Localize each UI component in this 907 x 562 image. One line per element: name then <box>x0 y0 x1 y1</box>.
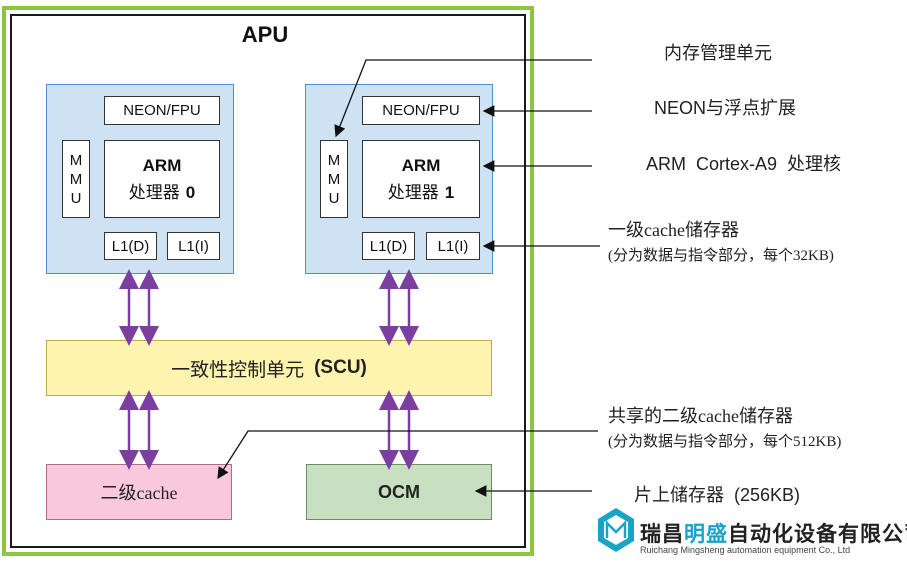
core-0-l1-instr: L1(I) <box>167 232 220 260</box>
apu-title: APU <box>241 22 289 47</box>
annotation-l2-title: 共享的二级cache储存器 <box>608 406 793 426</box>
core-0-proc-label: 处理器 <box>128 182 180 202</box>
annotation-arm-core: ARM Cortex-A9 处理核 <box>646 154 842 174</box>
core-0-l1-data: L1(D) <box>104 232 157 260</box>
core-0-number: 0 <box>185 182 196 202</box>
core-0-mmu-letter: M <box>69 151 83 169</box>
annotation-mmu: 内存管理单元 <box>664 43 772 63</box>
leader-mmu <box>334 59 592 138</box>
scu-block: 一致性控制单元 (SCU) <box>46 340 492 396</box>
core-1-neon-fpu: NEON/FPU <box>362 96 480 125</box>
core-1-l1-data: L1(D) <box>362 232 415 260</box>
core-1-proc-label: 处理器 <box>387 182 439 202</box>
annotation-ocm: 片上储存器 (256KB) <box>634 485 801 505</box>
core-1-mmu-letter: M <box>327 170 341 188</box>
core-0-mmu: M M U <box>62 140 90 218</box>
ocm-block: OCM <box>306 464 492 520</box>
core-1-mmu: M M U <box>320 140 348 218</box>
annotation-l1-title: 一级cache储存器 <box>608 220 739 240</box>
core-0-arm-label: ARM <box>142 155 182 175</box>
scu-abbr: (SCU) <box>314 357 367 378</box>
scu-label: 一致性控制单元 <box>171 359 305 381</box>
logo-cn-c: 自动化设备有限公司 <box>728 523 907 546</box>
core-1-mmu-letter: M <box>327 151 341 169</box>
core-0-mmu-letter: M <box>69 170 83 188</box>
company-name-cn: 瑞昌明盛自动化设备有限公司 <box>640 518 907 548</box>
apu-inner-frame <box>10 14 526 548</box>
leader-l2 <box>217 430 598 480</box>
annotation-neon: NEON与浮点扩展 <box>654 98 797 118</box>
annotation-l1-sub: (分为数据与指令部分，每个32KB) <box>608 248 834 264</box>
company-name-en: Ruichang Mingsheng automation equipment … <box>640 545 851 555</box>
logo-cn-a: 瑞昌 <box>640 523 684 546</box>
l2-cache-block: 二级cache <box>46 464 232 520</box>
core-0-mmu-letter: U <box>70 189 82 207</box>
core-1-number: 1 <box>444 182 455 202</box>
core-0-neon-fpu: NEON/FPU <box>104 96 220 125</box>
annotation-l2-sub: (分为数据与指令部分，每个512KB) <box>608 434 842 450</box>
core-1-l1-instr: L1(I) <box>426 232 480 260</box>
core-1-arm-label: ARM <box>401 155 441 175</box>
company-logo-icon <box>598 508 634 552</box>
logo-cn-b: 明盛 <box>684 523 728 546</box>
core-1-mmu-letter: U <box>328 189 340 207</box>
